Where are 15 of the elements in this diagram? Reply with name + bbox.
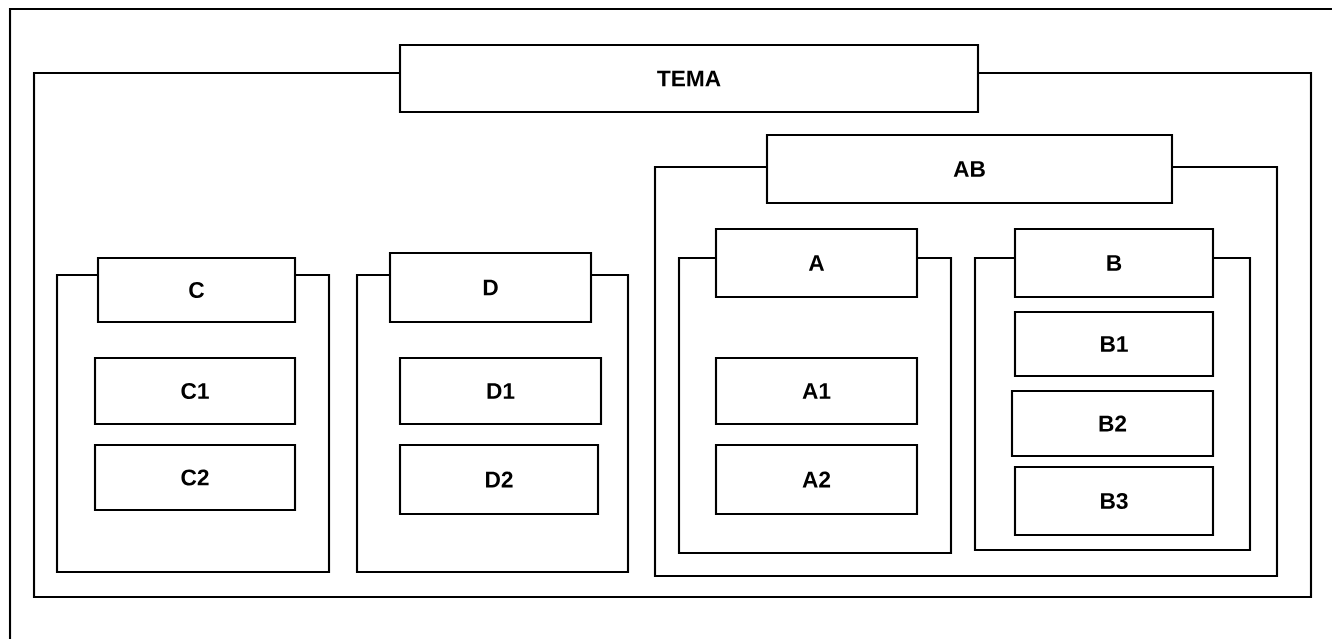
label-box: D [388,251,593,324]
label-box: D1 [398,356,603,426]
label-box: B1 [1013,310,1215,378]
label-box: D2 [398,443,600,516]
label-box: A2 [714,443,919,516]
label-box: A1 [714,356,919,426]
label-box: A [714,227,919,299]
label-box: AB [765,133,1174,205]
label-box: B3 [1013,465,1215,537]
label-box: B [1013,227,1215,299]
label-box: C [96,256,297,324]
label-box: B2 [1010,389,1215,458]
label-box: C1 [93,356,297,426]
label-box: C2 [93,443,297,512]
label-box: TEMA [398,43,980,114]
